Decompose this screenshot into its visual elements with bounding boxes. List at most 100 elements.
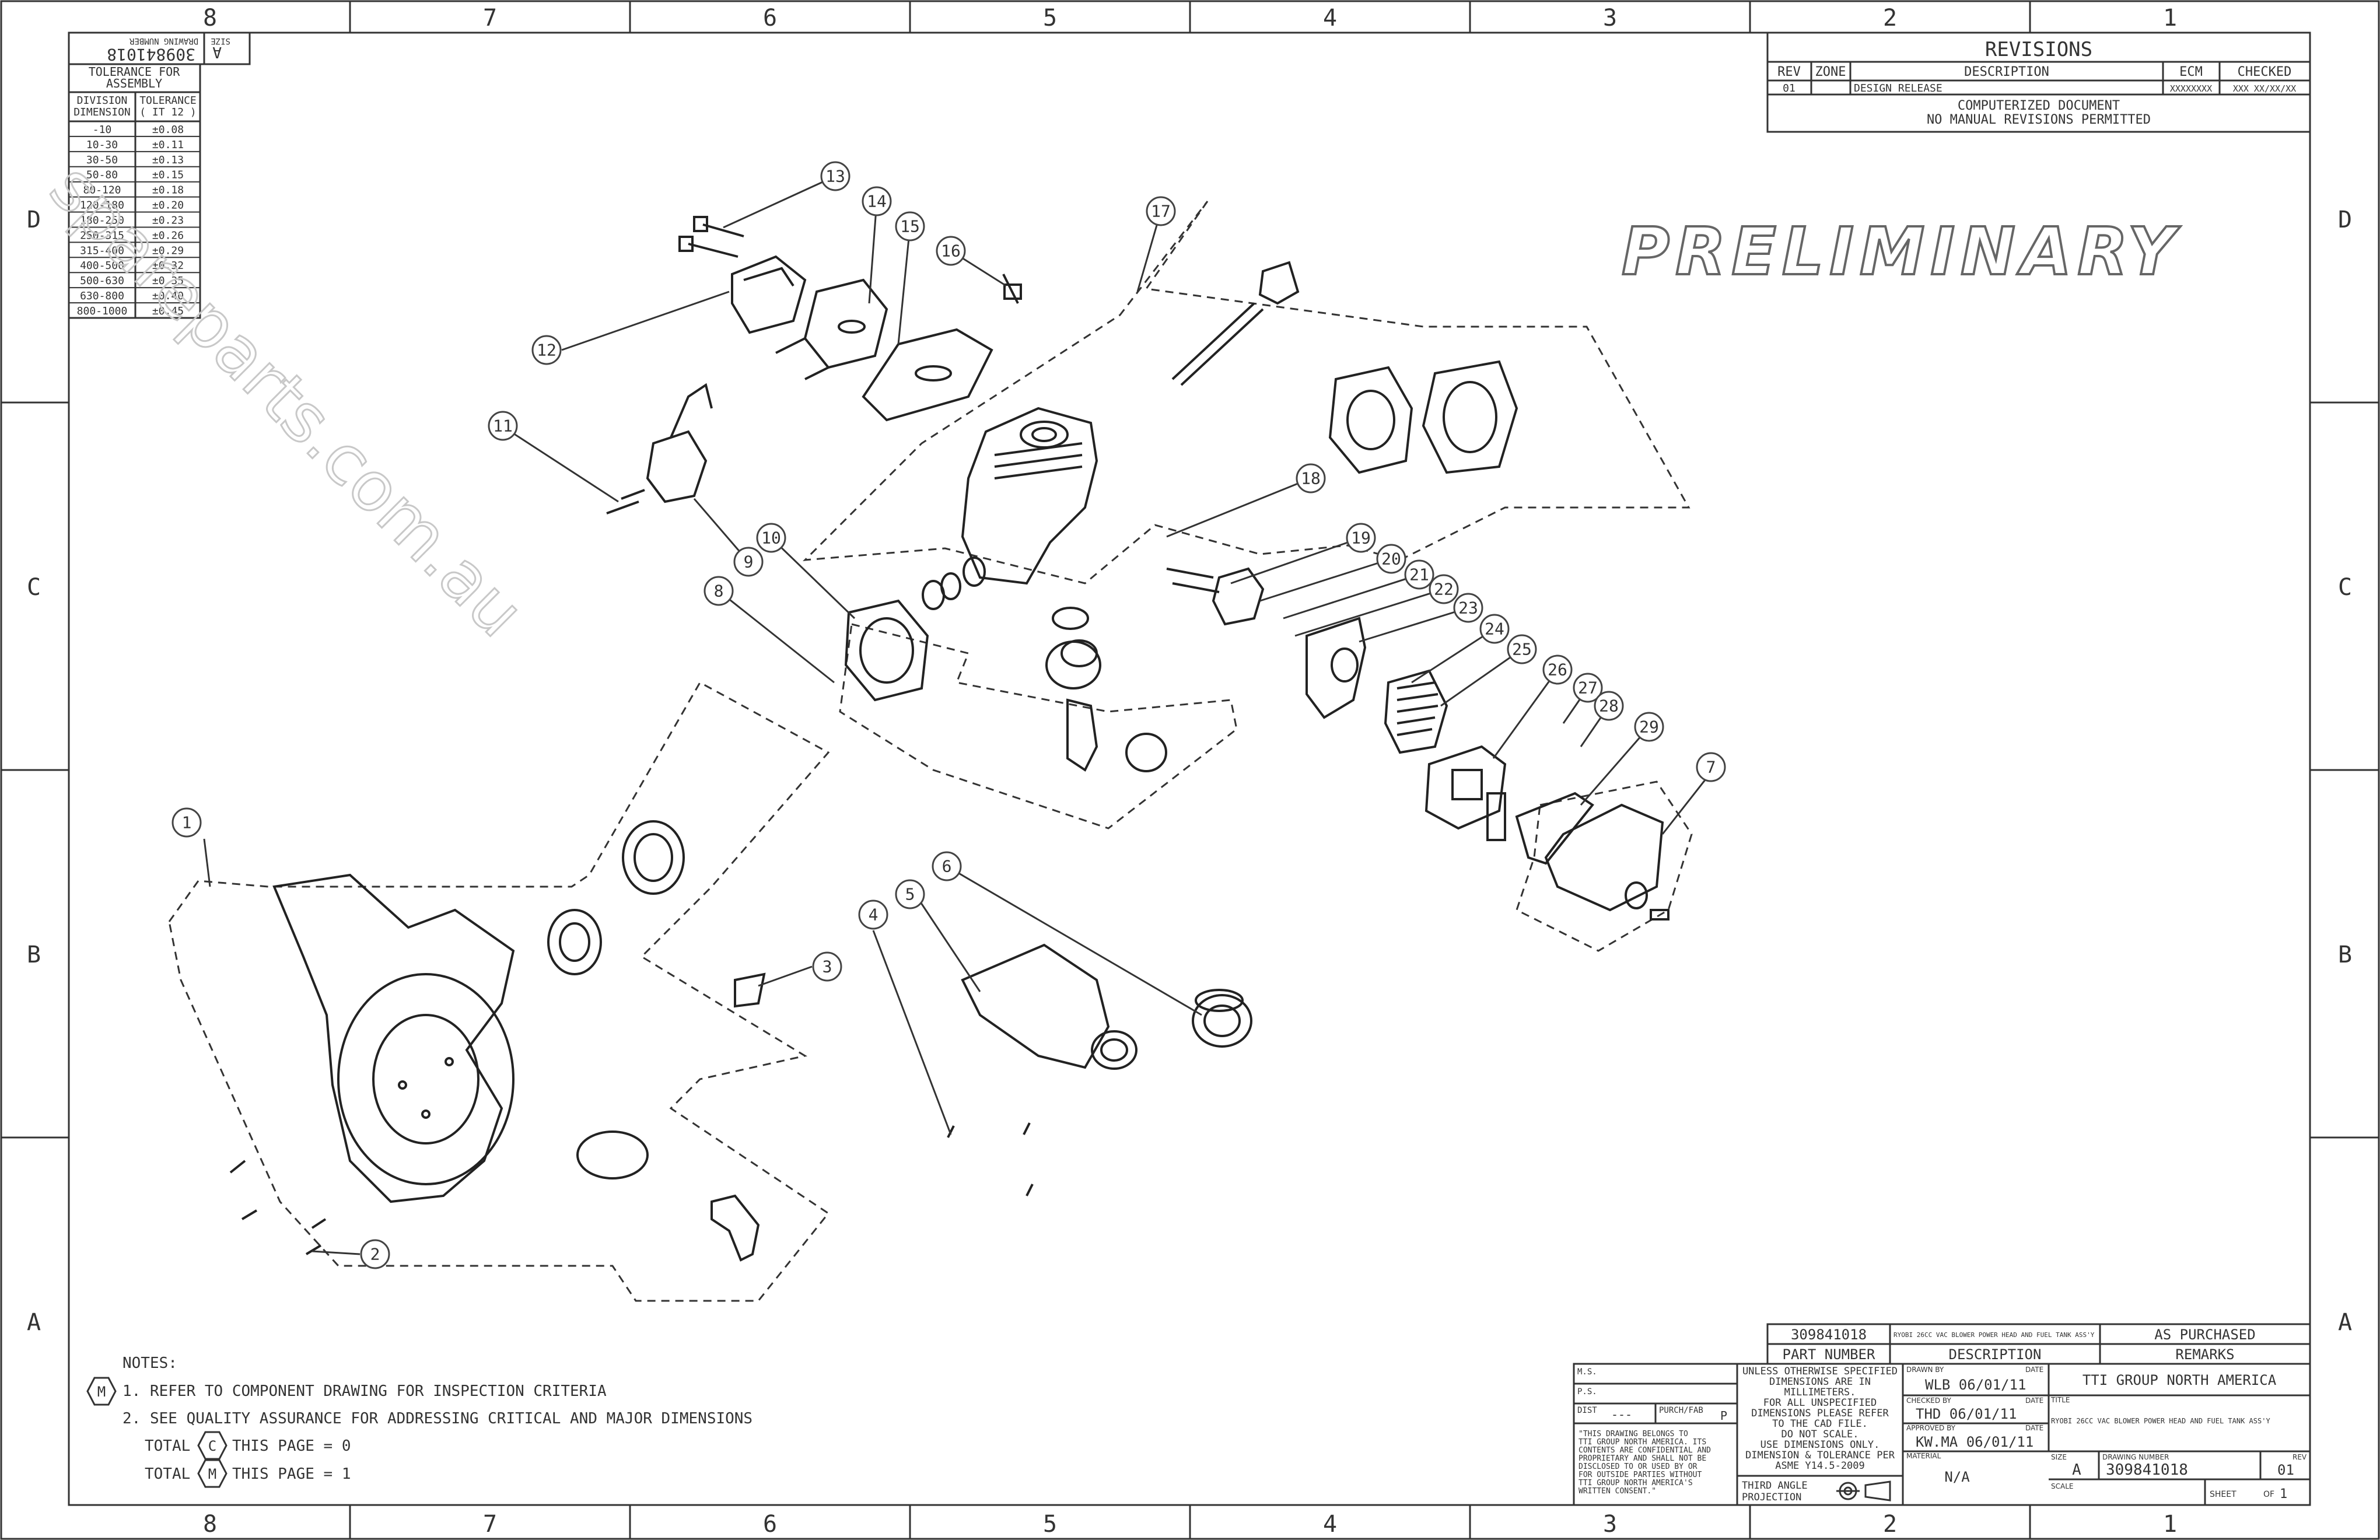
tolerance-subtitle: ASSEMBLY [106,76,162,90]
remarks-header: REMARKS [2175,1346,2234,1363]
confidentiality-notice: "THIS DRAWING BELONGS TO TTI GROUP NORTH… [1578,1430,1711,1496]
heat-shield-15 [862,328,993,422]
air-filter-25 [1384,669,1448,754]
air-cover-29 [1515,792,1594,865]
callout-3: 3 [812,951,842,982]
tolerance-dimension: 800-1000 [77,305,128,317]
spec-line: USE DIMENSIONS ONLY. [1760,1439,1880,1451]
callout-circle [1507,634,1537,664]
callout-circle [820,161,850,191]
callout-circle [1146,196,1176,226]
zone-row-left: D [27,206,41,233]
callout-circle [812,951,842,982]
confidential-line: "THIS DRAWING BELONGS TO [1578,1430,1688,1438]
screws-2 [229,1122,1034,1255]
callout-label: 11 [493,416,513,436]
tb-drawing-number-label: DRAWING NUMBER [2102,1453,2169,1461]
callout-circle [1453,593,1483,623]
ecm-value: XXXXXXXX [2170,83,2212,94]
group-10-boundary [839,623,1238,830]
spec-line: MILLIMETERS. [1784,1387,1856,1398]
callout-label: 5 [905,885,915,904]
tolerance-col2-header: ( IT 12 ) [139,106,197,118]
crankcase-cover [1422,360,1518,474]
callout-28: 28 [1594,691,1624,721]
zone-row-left: C [27,574,41,601]
callout-14: 14 [862,186,892,216]
drawing-number: 309841018 [107,45,195,64]
callout-circle [1376,544,1406,574]
bearings-seals [922,556,986,610]
tolerance-dimension: 630-800 [80,290,124,302]
of-value: 1 [2280,1487,2287,1502]
third-angle-projection-icon [1836,1480,1891,1502]
tolerance-dimension: 400-500 [80,260,124,272]
spec-line: DIMENSION & TOLERANCE PER [1745,1450,1895,1461]
callout-15: 15 [895,211,925,242]
zone-col-top: 4 [1323,5,1337,32]
callout-29: 29 [1634,712,1664,742]
projection-label: THIRD ANGLE [1742,1480,1808,1492]
tolerance-value: ±0.35 [152,275,184,287]
notes-heading: NOTES: [123,1354,177,1372]
callout-label: 8 [714,582,724,601]
callout-27: 27 [1573,673,1603,703]
tb-rev-label: REV [2292,1453,2307,1461]
vacuum-tube-5 [961,943,1138,1070]
callout-circle [531,335,562,365]
callout-26: 26 [1542,654,1573,685]
total-m-symbol: M [197,1459,228,1488]
crankshaft-17 [1171,261,1300,386]
group-7-boundary [1516,780,1693,952]
size-block: SIZE A DRAWING NUMBER 309841018 [68,32,251,65]
callout-23: 23 [1453,593,1483,623]
callout-17: 17 [1146,196,1176,226]
dist-value: --- [1611,1408,1632,1422]
tolerance-col1-header: DIMENSION [74,106,131,118]
zone-col-bottom: 3 [1603,1511,1617,1538]
checked-by: THD 06/01/11 [1916,1406,2017,1422]
connecting-rod [1066,698,1167,772]
piston [1045,607,1101,690]
callout-9: 9 [733,547,764,577]
general-spec: UNLESS OTHERWISE SPECIFIED DIMENSIONS AR… [1742,1366,1898,1472]
carburetor-23 [1306,617,1367,719]
callout-circle [488,411,518,441]
callout-label: 26 [1548,660,1567,680]
tb-size-label: SIZE [2051,1453,2067,1461]
spec-line: UNLESS OTHERWISE SPECIFIED [1742,1366,1898,1377]
drawing-number-label: DRAWING NUMBER [129,36,198,46]
description-header: DESCRIPTION [1964,65,2049,79]
zone-col-top: 8 [203,5,217,32]
tb-size-value: A [2072,1461,2081,1479]
callout-21: 21 [1404,559,1434,590]
callout-circle [172,807,202,838]
flywheel-10 [844,599,929,702]
note-2: 2. SEE QUALITY ASSURANCE FOR ADDRESSING … [123,1410,752,1427]
callout-circle [1542,654,1573,685]
total-m-prefix: TOTAL [145,1465,190,1483]
zone-col-bottom: 8 [203,1511,217,1538]
tolerance-dimension: -10 [93,124,112,136]
callout-circle [936,236,966,266]
note1-symbol-m: M [86,1377,117,1406]
fuel-tank-7 [1544,803,1670,921]
total-c-prefix: TOTAL [145,1437,190,1455]
size-label: SIZE [211,36,230,46]
callout-16: 16 [936,236,966,266]
tolerance-value: ±0.32 [152,260,184,272]
confidential-line: CONTENTS ARE CONFIDENTIAL AND [1578,1446,1711,1455]
callout-circle [895,879,925,909]
callout-label: 16 [941,242,961,261]
tolerance-value: ±0.20 [152,200,184,212]
callout-circle [704,576,734,606]
tolerance-dimension: 315-400 [80,244,124,257]
tolerance-dimension: 120-180 [80,200,124,212]
callout-5: 5 [895,879,925,909]
tolerance-value: ±0.11 [152,139,184,151]
tolerance-dimension: 80-120 [83,184,121,197]
ps-label: P.S. [1577,1387,1597,1396]
callout-circle [1296,463,1326,494]
callout-label: 6 [942,857,952,876]
rev-header: REV [1777,65,1801,79]
